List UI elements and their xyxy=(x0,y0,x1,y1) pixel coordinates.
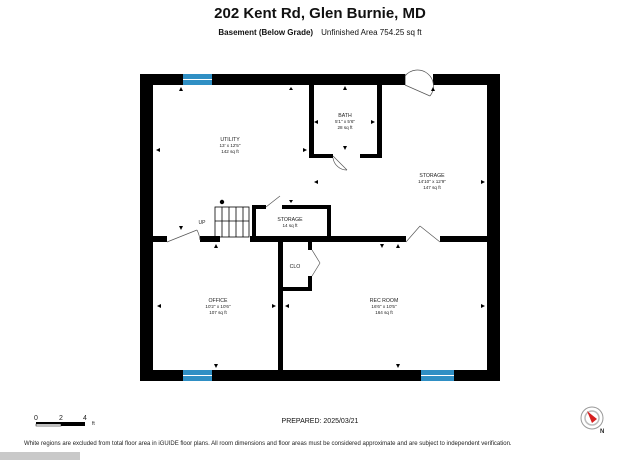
compass-icon: N xyxy=(580,406,604,435)
room-area: 28 sq ft xyxy=(337,125,353,130)
room-area: 107 sq ft xyxy=(209,310,227,315)
stairs-up-label: UP xyxy=(199,220,207,226)
room-name: REC ROOM xyxy=(370,298,399,304)
prepared-date: PREPARED: 2025/03/21 xyxy=(281,418,359,425)
floor-subtitle: Basement (Below Grade) Unfinished Area 75… xyxy=(0,28,640,37)
room-dimensions: 16'6" x 10'5" xyxy=(371,304,397,309)
room-area: 142 sq ft xyxy=(221,149,239,154)
room-name: STORAGE xyxy=(419,173,445,179)
room-office: OFFICE 10'2" x 10'6" 107 sq ft xyxy=(205,298,231,315)
room-area: 14 sq ft xyxy=(282,223,298,228)
room-dimensions: 13' x 12'5" xyxy=(219,143,240,148)
scale-label-0: 0 xyxy=(34,415,38,422)
scale-label-4: 4 xyxy=(83,415,87,422)
room-utility: UTILITY 13' x 12'5" 142 sq ft xyxy=(219,137,240,154)
room-name: BATH xyxy=(338,113,352,119)
room-dimensions: 14'10" x 12'9" xyxy=(418,179,446,184)
floor-plan: UP UTILITY 13' x 12'5" 142 sq ft BATH 5'… xyxy=(140,69,500,381)
scale-label-2: 2 xyxy=(59,415,63,422)
doors xyxy=(166,69,441,277)
disclaimer-text: White regions are excluded from total fl… xyxy=(24,441,512,447)
floor-level-label: Basement (Below Grade) xyxy=(218,28,314,37)
room-rec-room: REC ROOM 16'6" x 10'5" 164 sq ft xyxy=(370,298,399,315)
room-name: STORAGE xyxy=(277,217,303,223)
room-storage-small: STORAGE 14 sq ft xyxy=(277,217,303,228)
interior-walls xyxy=(153,85,487,370)
room-area: 164 sq ft xyxy=(375,310,393,315)
room-bath: BATH 5'1" x 5'6" 28 sq ft xyxy=(335,113,355,130)
floor-area-text: Unfinished Area 754.25 sq ft xyxy=(321,28,422,37)
exterior-walls xyxy=(140,74,500,381)
stairs xyxy=(214,199,250,238)
room-closet: CLO xyxy=(290,264,301,270)
watermark-bar xyxy=(0,452,80,460)
room-dimensions: 5'1" x 5'6" xyxy=(335,119,355,124)
dimension-arrows xyxy=(156,86,485,368)
page-title: 202 Kent Rd, Glen Burnie, MD xyxy=(214,5,426,22)
compass-north-label: N xyxy=(600,429,604,435)
room-dimensions: 10'2" x 10'6" xyxy=(205,304,231,309)
scale-bar: 0 2 4 ft xyxy=(34,415,95,427)
room-storage-large: STORAGE 14'10" x 12'9" 147 sq ft xyxy=(418,173,446,190)
scale-unit: ft xyxy=(92,421,95,427)
windows xyxy=(183,74,454,381)
room-name: OFFICE xyxy=(208,298,228,304)
room-area: 147 sq ft xyxy=(423,185,441,190)
room-name: UTILITY xyxy=(220,137,240,143)
